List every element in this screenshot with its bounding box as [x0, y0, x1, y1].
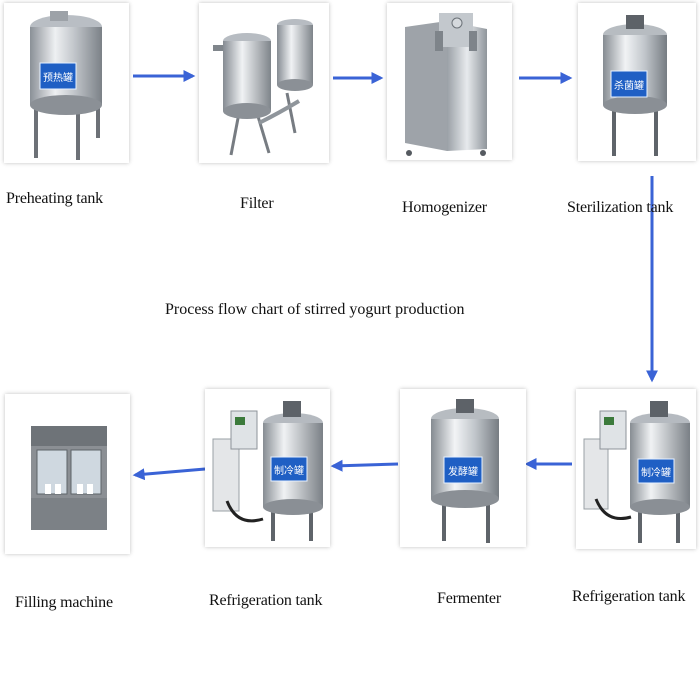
preheating-tank-image: 预热罐 — [4, 3, 129, 163]
homogenizer-image — [387, 3, 512, 160]
preheating-tank-badge-text: 预热罐 — [43, 71, 73, 84]
sterilization-tank-image: 杀菌罐 — [578, 3, 696, 161]
arrow-refrigeration-to-filling — [132, 467, 206, 481]
arrow-fermenter-to-refrigeration — [330, 459, 399, 472]
homogenizer-label: Homogenizer — [402, 199, 487, 216]
fermenter-image: 发酵罐 — [400, 389, 526, 547]
filling-machine-label: Filling machine — [15, 594, 113, 611]
refrigeration-tank-right-badge-text: 制冷罐 — [641, 466, 671, 479]
refrigeration-tank-image-middle: 制冷罐 — [205, 389, 330, 547]
fermenter-badge-text: 发酵罐 — [448, 465, 478, 478]
refrigeration-tank-label-middle: Refrigeration tank — [209, 592, 323, 609]
refrigeration-tank-image-right: 制冷罐 — [576, 389, 696, 549]
preheating-tank-label: Preheating tank — [6, 190, 103, 207]
filter-label: Filter — [240, 195, 274, 212]
refrigeration-tank-label-right: Refrigeration tank — [572, 588, 686, 605]
fermenter-label: Fermenter — [437, 590, 501, 607]
sterilization-tank-badge-text: 杀菌罐 — [614, 79, 644, 92]
filter-image — [199, 3, 329, 163]
filling-machine-image — [5, 394, 130, 554]
sterilization-tank-label: Sterilization tank — [567, 199, 674, 216]
refrigeration-tank-middle-badge-text: 制冷罐 — [274, 464, 304, 477]
diagram-title: Process flow chart of stirred yogurt pro… — [165, 301, 465, 318]
